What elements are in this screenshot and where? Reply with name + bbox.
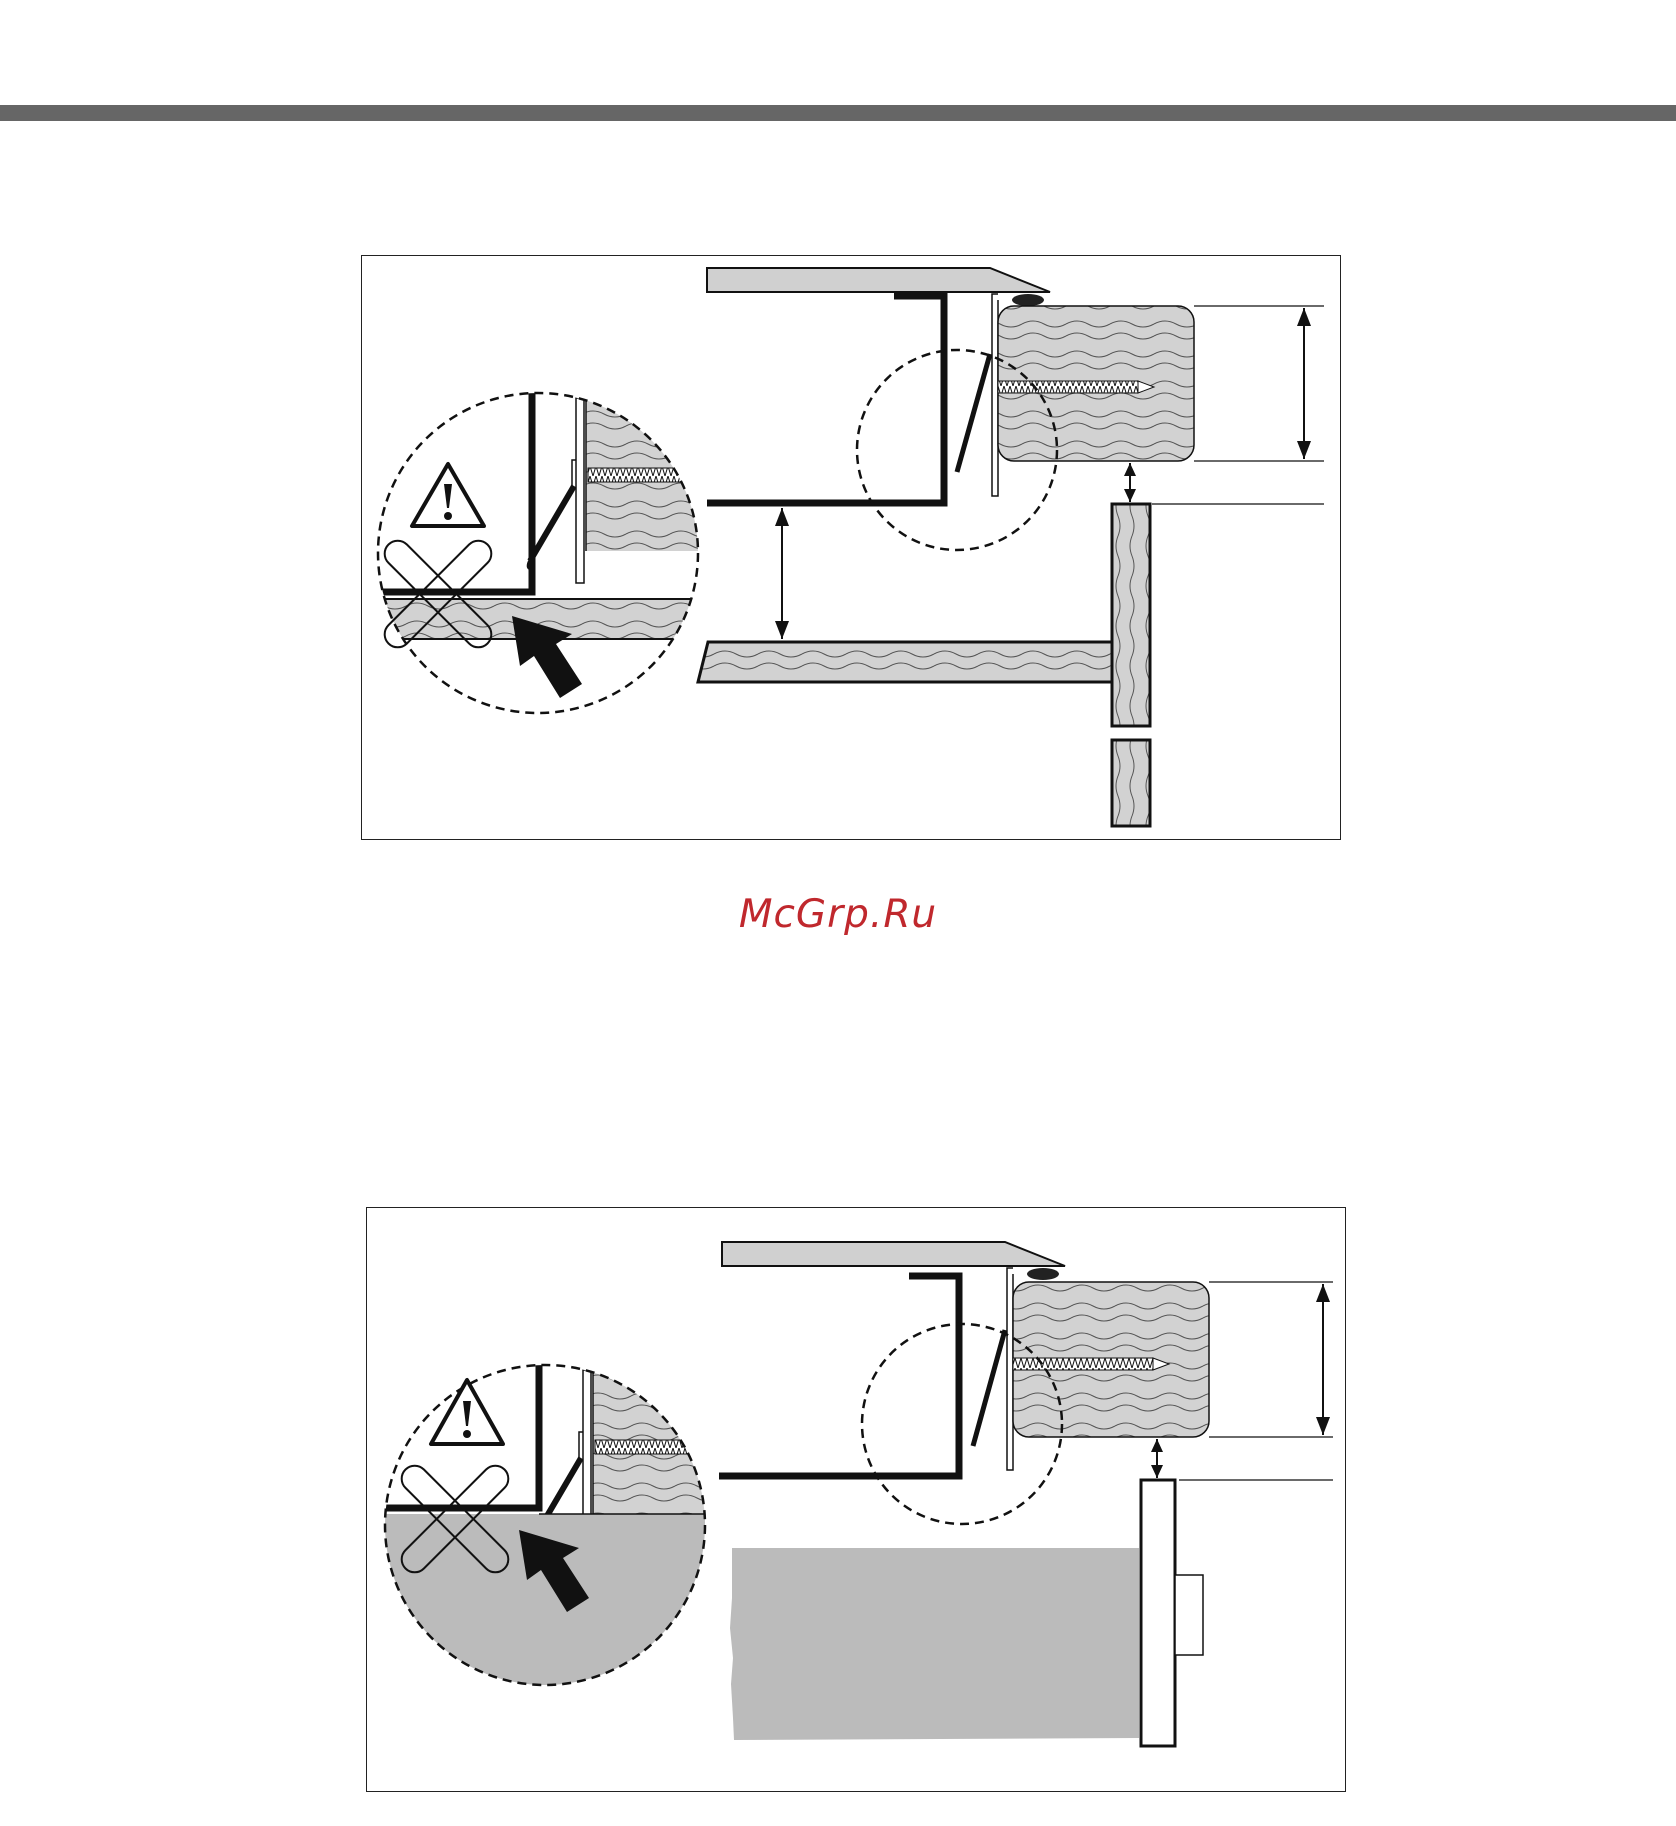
spring-clip bbox=[957, 354, 990, 472]
hob-seal bbox=[1027, 1268, 1059, 1280]
screw bbox=[1013, 1358, 1153, 1370]
hob-body bbox=[707, 296, 944, 503]
hob-glass-top bbox=[707, 268, 1050, 292]
detail-magnified bbox=[362, 391, 716, 721]
header-rule bbox=[0, 105, 1676, 121]
diagram-hob-over-drawer bbox=[362, 256, 1342, 841]
screw bbox=[998, 381, 1138, 393]
figure-hob-over-drawer bbox=[361, 255, 1341, 840]
front-panel-lower bbox=[1112, 740, 1150, 826]
hob-body bbox=[719, 1276, 959, 1476]
hob-seal bbox=[1012, 294, 1044, 306]
drawer-shelf bbox=[698, 642, 1112, 682]
oven-front-panel bbox=[1141, 1480, 1175, 1746]
spring-clip bbox=[973, 1330, 1005, 1446]
bracket-clip bbox=[992, 294, 998, 496]
diagram-hob-over-oven bbox=[367, 1208, 1347, 1793]
oven-body bbox=[730, 1548, 1139, 1740]
figure-hob-over-oven bbox=[366, 1207, 1346, 1792]
oven-handle bbox=[1175, 1575, 1203, 1655]
bracket-clip bbox=[1007, 1268, 1013, 1470]
front-panel bbox=[1112, 504, 1150, 726]
hob-glass-top bbox=[722, 1242, 1065, 1266]
watermark: McGrp.Ru bbox=[0, 892, 1676, 937]
